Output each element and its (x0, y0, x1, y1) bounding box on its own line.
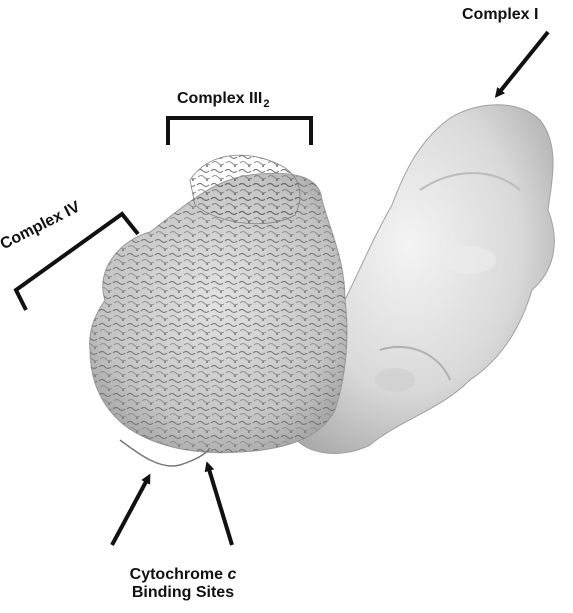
cytochrome-label: Cytochrome c Binding Sites (108, 566, 258, 603)
cytochrome-line: Cytochrome c (108, 566, 258, 584)
complex-iii-label-subscript: 2 (263, 98, 269, 110)
cytochrome-prefix: Cytochrome (130, 566, 228, 583)
cytochrome-arrow-right (208, 466, 232, 545)
binding-sites-line: Binding Sites (108, 584, 258, 602)
complex-iii-iv-density (90, 155, 347, 466)
cytochrome-italic: c (227, 566, 236, 583)
complex-i-arrow (498, 32, 548, 94)
complex-iii-label: Complex III2 (177, 90, 269, 111)
complex-iii-label-main: Complex III (177, 90, 262, 107)
complex-i-label: Complex I (462, 6, 538, 24)
cytochrome-arrow-left (112, 478, 148, 545)
complex-iii-bracket (168, 118, 311, 145)
